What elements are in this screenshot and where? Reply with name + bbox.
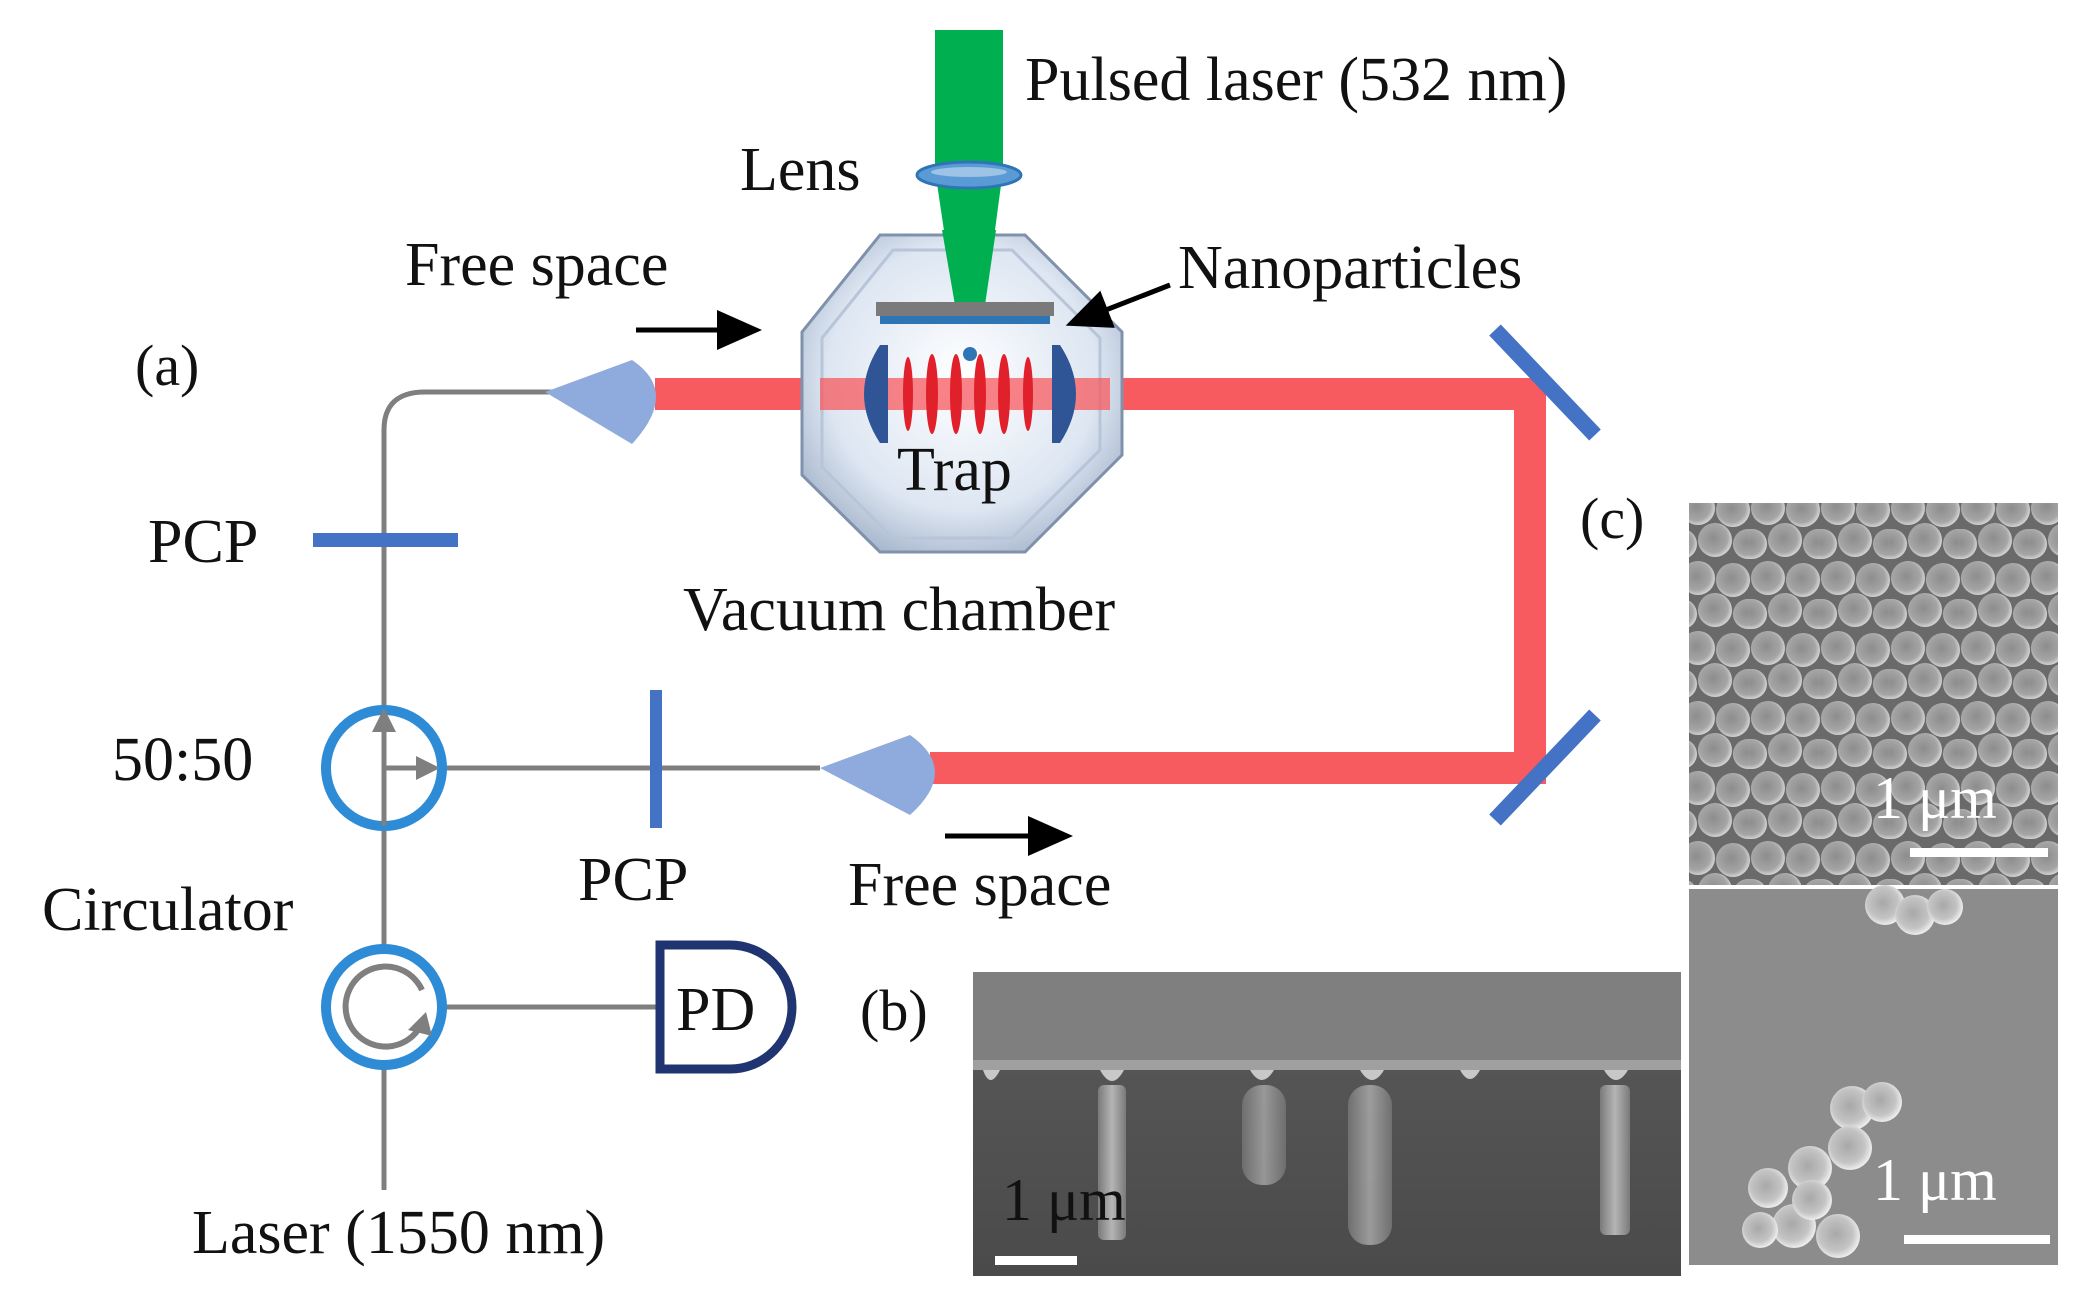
sem-image-b	[973, 972, 1681, 1276]
nanoparticle-substrate	[876, 302, 1054, 324]
circulator-icon	[321, 944, 447, 1070]
nanoparticle	[963, 347, 977, 361]
mirror-icon	[1489, 324, 1601, 441]
pd-label: PD	[676, 976, 755, 1044]
mirror-icon	[1489, 709, 1601, 826]
pcp-left-label: PCP	[148, 508, 258, 576]
arrow-nanoparticles-icon	[1065, 282, 1171, 328]
free-space-top-label: Free space	[405, 231, 668, 299]
scale-bar-label-c-bottom: 1 μm	[1873, 1147, 1997, 1213]
fiber-lines	[381, 389, 820, 1190]
scale-bar-label-b: 1 μm	[1002, 1167, 1126, 1233]
trap-label: Trap	[897, 436, 1012, 504]
panel-label-a: (a)	[135, 333, 199, 398]
sem-image-c-bottom	[1689, 885, 2058, 1265]
splitter-label: 50:50	[112, 726, 253, 794]
sem-divider	[1689, 885, 2058, 889]
green-focus-cone	[942, 230, 996, 305]
fiber-coupler-icon	[545, 360, 935, 815]
sem-image-c-top	[1689, 503, 2058, 885]
photodetector-icon	[655, 940, 797, 1074]
lens-icon	[915, 160, 1023, 190]
vacuum-chamber-label: Vacuum chamber	[683, 576, 1115, 644]
pcp-bottom-label: PCP	[578, 846, 688, 914]
panel-label-c: (c)	[1580, 486, 1644, 551]
free-space-bottom-label: Free space	[848, 851, 1111, 919]
panel-label-b: (b)	[860, 978, 928, 1043]
lens-label: Lens	[740, 136, 861, 204]
nanoparticles-label: Nanoparticles	[1178, 234, 1522, 302]
splitter-icon	[321, 705, 447, 831]
circulator-label: Circulator	[42, 876, 294, 944]
pulsed-laser-label: Pulsed laser (532 nm)	[1025, 46, 1567, 114]
trap-icon	[864, 345, 1076, 443]
scale-bar-label-c-top: 1 μm	[1873, 765, 1997, 831]
laser-label: Laser (1550 nm)	[192, 1199, 605, 1267]
